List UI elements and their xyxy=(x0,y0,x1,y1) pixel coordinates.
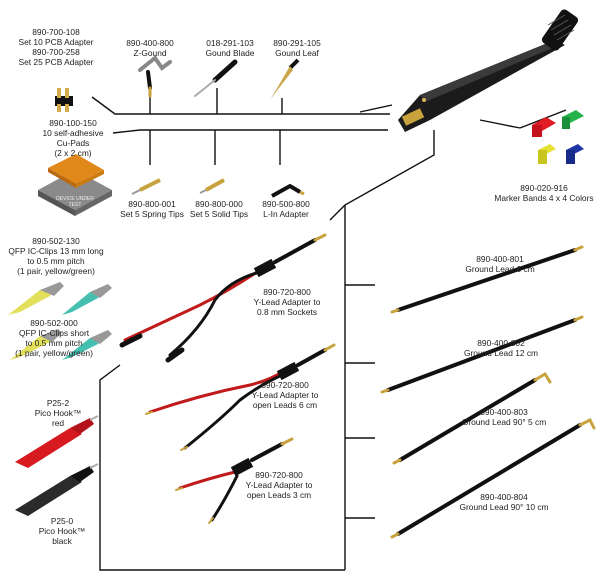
ground-lead-12-part: 890-400-802 xyxy=(477,338,525,348)
probe-body xyxy=(398,9,579,132)
ground-lead-90-5-desc: Ground Lead 90° 5 cm xyxy=(461,417,547,427)
qfp-clips-illustration xyxy=(8,282,112,360)
l-adapter-desc: L-In Adapter xyxy=(263,209,309,219)
label-ground-lead-90-5: 890-400-803 Ground Lead 90° 5 cm xyxy=(454,407,554,427)
tips-illustration xyxy=(131,178,305,198)
cu-pads-part: 890-100-150 xyxy=(49,118,97,128)
z-ground-part: 890-400-800 xyxy=(126,38,174,48)
label-l-adapter: 890-500-800 L-In Adapter xyxy=(256,199,316,219)
ground-lead-6-part: 890-400-801 xyxy=(476,254,524,264)
chip-text-1: DEVICE UNDER xyxy=(56,196,94,202)
chip-label: DEVICE UNDER TEST xyxy=(55,196,95,208)
ground-lead-12-desc: Ground Lead 12 cm xyxy=(463,348,539,358)
ground-lead-90-10-part: 890-400-804 xyxy=(480,492,528,502)
label-y-lead-3: 890-720-800 Y-Lead Adapter to open Leads… xyxy=(232,470,326,500)
qfp-long-desc-1: QFP IC-Clips 13 mm long xyxy=(8,246,104,256)
marker-bands-desc: Marker Bands 4 x 4 Colors xyxy=(494,193,594,203)
ground-blade-desc: Gound Blade xyxy=(205,48,255,58)
z-ground-desc: Z-Gound xyxy=(133,48,167,58)
y-lead-6-part: 890-720-800 xyxy=(261,380,309,390)
label-spring-tips: 890-800-001 Set 5 Spring Tips xyxy=(118,199,186,219)
y-lead-sockets-desc-1: Y-Lead Adapter to xyxy=(253,297,321,307)
ground-leaf-part: 890-291-105 xyxy=(273,38,321,48)
pcb-adapter-illustration xyxy=(55,88,73,112)
label-pico-red: P25-2 Pico Hook™ red xyxy=(28,398,88,428)
z-ground-illustration xyxy=(138,55,172,98)
label-pico-black: P25-0 Pico Hook™ black xyxy=(32,516,92,546)
cu-pad-chip-illustration xyxy=(38,154,112,216)
y-lead-6cm-illustration xyxy=(145,343,336,451)
cu-pads-desc-1: 10 self-adhesive xyxy=(42,128,104,138)
label-ground-lead-12: 890-400-802 Ground Lead 12 cm xyxy=(456,338,546,358)
label-ground-leaf: 890-291-105 Gound Leaf xyxy=(262,38,332,58)
label-z-ground: 890-400-800 Z-Gound xyxy=(120,38,180,58)
qfp-short-desc-1: QFP IC-Clips short xyxy=(18,328,90,338)
pico-red-color: red xyxy=(51,418,65,428)
marker-bands-part: 890-020-916 xyxy=(520,183,568,193)
spring-tips-part: 890-800-001 xyxy=(128,199,176,209)
spring-tips-desc: Set 5 Spring Tips xyxy=(120,209,184,219)
pico-red-desc: Pico Hook™ xyxy=(34,408,82,418)
ground-leaf-desc: Gound Leaf xyxy=(275,48,319,58)
ground-lead-90-10-desc: Ground Lead 90° 10 cm xyxy=(459,502,549,512)
chip-text-2: TEST xyxy=(68,202,82,208)
y-lead-sockets-illustration xyxy=(119,233,327,363)
cu-pads-desc-2: Cu-Pads xyxy=(56,138,90,148)
y-lead-sockets-desc-2: 0.8 mm Sockets xyxy=(256,307,318,317)
ground-blade-part: 018-291-103 xyxy=(206,38,254,48)
label-pcb-adapter: 890-700-108 Set 10 PCB Adapter 890-700-2… xyxy=(2,27,110,67)
solid-tips-desc: Set 5 Solid Tips xyxy=(189,209,249,219)
label-ground-lead-6: 890-400-801 Ground Lead 6 cm xyxy=(460,254,540,274)
l-adapter-part: 890-500-800 xyxy=(262,199,310,209)
label-solid-tips: 890-800-000 Set 5 Solid Tips xyxy=(186,199,252,219)
ground-leads-illustration xyxy=(380,245,596,539)
y-lead-3-part: 890-720-800 xyxy=(255,470,303,480)
pico-black-part: P25-0 xyxy=(50,516,74,526)
label-qfp-long: 890-502-130 QFP IC-Clips 13 mm long to 0… xyxy=(0,236,112,276)
pcb-adapter-desc-1: Set 10 PCB Adapter xyxy=(18,37,94,47)
y-lead-sockets-part: 890-720-800 xyxy=(263,287,311,297)
y-lead-6-desc-1: Y-Lead Adapter to xyxy=(251,390,319,400)
label-ground-lead-90-10: 890-400-804 Ground Lead 90° 10 cm xyxy=(452,492,556,512)
ground-leaf-illustration xyxy=(270,58,300,100)
label-y-lead-6: 890-720-800 Y-Lead Adapter to open Leads… xyxy=(238,380,332,410)
ground-blade-illustration xyxy=(194,59,238,97)
label-marker-bands: 890-020-916 Marker Bands 4 x 4 Colors xyxy=(490,183,598,203)
pico-black-color: black xyxy=(52,536,72,546)
y-lead-6-desc-2: open Leads 6 cm xyxy=(252,400,318,410)
y-lead-3cm-illustration xyxy=(175,437,294,524)
y-lead-3-desc-1: Y-Lead Adapter to xyxy=(245,480,313,490)
pico-hooks-illustration xyxy=(15,415,99,516)
qfp-short-desc-2: to 0.5 mm pitch xyxy=(25,338,83,348)
y-lead-3-desc-2: open Leads 3 cm xyxy=(246,490,312,500)
ground-lead-90-5-part: 890-400-803 xyxy=(480,407,528,417)
qfp-long-part: 890-502-130 xyxy=(32,236,80,246)
qfp-short-desc-3: (1 pair, yellow/green) xyxy=(15,348,93,358)
pico-black-desc: Pico Hook™ xyxy=(38,526,86,536)
label-y-lead-sockets: 890-720-800 Y-Lead Adapter to 0.8 mm Soc… xyxy=(240,287,334,317)
label-qfp-short: 890-502-000 QFP IC-Clips short to 0.5 mm… xyxy=(0,318,108,358)
marker-bands-illustration xyxy=(532,110,584,164)
solid-tips-part: 890-800-000 xyxy=(195,199,243,209)
qfp-short-part: 890-502-000 xyxy=(30,318,78,328)
cu-pads-desc-3: (2 x 2 cm) xyxy=(54,148,92,158)
label-cu-pads: 890-100-150 10 self-adhesive Cu-Pads (2 … xyxy=(28,118,118,158)
pcb-adapter-desc-2: Set 25 PCB Adapter xyxy=(18,57,94,67)
pcb-adapter-part-1: 890-700-108 xyxy=(32,27,80,37)
qfp-long-desc-3: (1 pair, yellow/green) xyxy=(17,266,95,276)
qfp-long-desc-2: to 0.5 mm pitch xyxy=(27,256,85,266)
ground-lead-6-desc: Ground Lead 6 cm xyxy=(465,264,535,274)
pico-red-part: P25-2 xyxy=(46,398,70,408)
label-ground-blade: 018-291-103 Gound Blade xyxy=(195,38,265,58)
pcb-adapter-part-2: 890-700-258 xyxy=(32,47,80,57)
